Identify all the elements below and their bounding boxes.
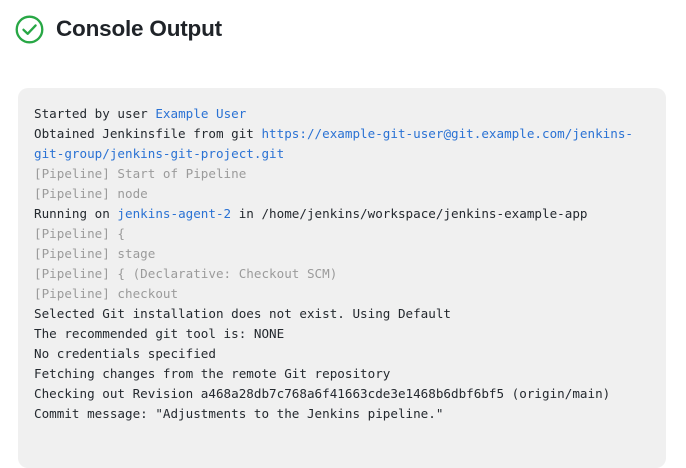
console-log-text: Running on — [34, 206, 118, 221]
console-log-link[interactable]: jenkins-agent-2 — [117, 206, 232, 221]
console-log-text: [Pipeline] Start of Pipeline — [34, 166, 247, 181]
console-log-text: Fetching changes from the remote Git rep… — [34, 366, 391, 381]
console-log-line: The recommended git tool is: NONE — [34, 324, 652, 344]
console-log-line: Checking out Revision a468a28db7c768a6f4… — [34, 384, 652, 404]
console-log-text: Selected Git installation does not exist… — [34, 306, 452, 321]
console-log-line: Fetching changes from the remote Git rep… — [34, 364, 652, 384]
console-log-text: [Pipeline] stage — [34, 246, 156, 261]
console-log-text: Checking out Revision a468a28db7c768a6f4… — [34, 386, 611, 401]
console-log-line: Commit message: "Adjustments to the Jenk… — [34, 404, 652, 424]
console-log-link[interactable]: https://example-git-user@git.example.com… — [34, 126, 633, 161]
console-log-line: No credentials specified — [34, 344, 652, 364]
console-log-line: Obtained Jenkinsfile from git https://ex… — [34, 124, 652, 164]
console-log-line: Running on jenkins-agent-2 in /home/jenk… — [34, 204, 652, 224]
page-title: Console Output — [56, 16, 222, 42]
console-log-text: No credentials specified — [34, 346, 216, 361]
console-log-text: [Pipeline] { (Declarative: Checkout SCM) — [34, 266, 338, 281]
console-log-text: Obtained Jenkinsfile from git — [34, 126, 262, 141]
console-log-line: Started by user Example User — [34, 104, 652, 124]
console-log-line: Selected Git installation does not exist… — [34, 304, 652, 324]
console-log-text: in /home/jenkins/workspace/jenkins-examp… — [231, 206, 588, 221]
console-log-line: [Pipeline] checkout — [34, 284, 652, 304]
console-log-text: [Pipeline] { — [34, 226, 125, 241]
console-log-line: [Pipeline] { — [34, 224, 652, 244]
console-log-line: [Pipeline] node — [34, 184, 652, 204]
console-log-text: Commit message: "Adjustments to the Jenk… — [34, 406, 444, 421]
console-log-link[interactable]: Example User — [155, 106, 247, 121]
console-log-line: [Pipeline] Start of Pipeline — [34, 164, 652, 184]
console-log-text: [Pipeline] checkout — [34, 286, 179, 301]
console-log-text: Started by user — [34, 106, 156, 121]
check-circle-icon — [15, 15, 44, 44]
console-log-text: [Pipeline] node — [34, 186, 148, 201]
console-log-line: [Pipeline] stage — [34, 244, 652, 264]
console-log-text: The recommended git tool is: NONE — [34, 326, 285, 341]
console-log-line: [Pipeline] { (Declarative: Checkout SCM) — [34, 264, 652, 284]
page-header: Console Output — [0, 0, 686, 46]
